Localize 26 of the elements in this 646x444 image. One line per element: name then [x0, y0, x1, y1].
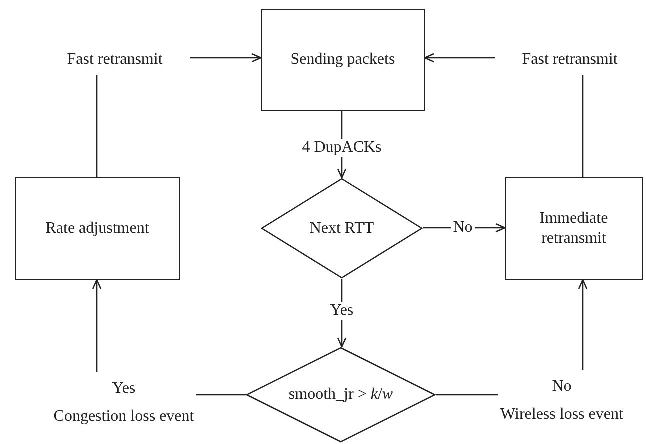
arrow [190, 53, 262, 63]
process-box [15, 177, 180, 280]
event-label: Wireless loss event [500, 405, 624, 425]
edge-label: 4 DupACKs [300, 139, 384, 157]
connector-line [582, 75, 584, 177]
connector-line [436, 394, 498, 396]
event-label: Congestion loss event [54, 407, 194, 427]
decision-answer: No [552, 377, 572, 397]
event-label: Fast retransmit [522, 50, 618, 70]
arrow [92, 279, 102, 372]
process-box [505, 177, 643, 280]
process-box [261, 9, 425, 111]
node-text: smooth_jr > k/w [288, 385, 394, 405]
arrow [424, 53, 495, 63]
node-text: Sending packets [290, 50, 396, 70]
edge-label: Yes [328, 302, 356, 320]
connector-line [196, 394, 246, 396]
node-text: Rate adjustment [44, 218, 150, 238]
arrow [578, 279, 588, 370]
decision-answer: Yes [112, 379, 136, 399]
node-text: Immediate retransmit [538, 208, 610, 248]
node-text: Next RTT [310, 218, 374, 238]
connector-line [96, 75, 98, 177]
decision-diamond [246, 347, 436, 443]
event-label: Fast retransmit [67, 50, 163, 70]
decision-diamond [261, 178, 423, 279]
